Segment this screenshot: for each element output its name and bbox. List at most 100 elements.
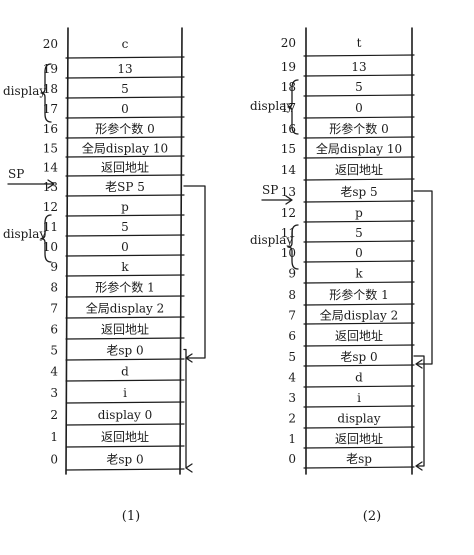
row-divider [65, 468, 185, 471]
row-divider [303, 260, 415, 263]
row-index: 12 [281, 206, 296, 220]
row-divider [303, 116, 415, 119]
row-index: 1 [288, 432, 296, 446]
row-index: 9 [50, 260, 58, 274]
row-content: 老sp 0 [106, 344, 143, 358]
row-index: 13 [281, 185, 296, 199]
row-content: 形参个数 0 [329, 121, 388, 136]
row-index: 18 [43, 82, 58, 96]
row-content: 返回地址 [101, 430, 149, 444]
row-divider [65, 254, 185, 257]
row-divider [65, 116, 185, 119]
row-divider [65, 155, 185, 158]
row-divider [303, 240, 415, 243]
row-index: 2 [50, 408, 58, 422]
row-divider [65, 295, 185, 298]
display-label: display [250, 233, 293, 247]
row-content: 形参个数 1 [95, 280, 154, 295]
row-content: d [355, 371, 363, 385]
sp-label: SP [262, 183, 278, 197]
row-divider [65, 136, 185, 139]
row-content: 返回地址 [335, 329, 383, 343]
old-sp-link-arrow [413, 190, 433, 369]
row-index: 9 [288, 267, 296, 281]
row-content: 老sp 5 [340, 185, 377, 199]
row-index: 6 [50, 323, 58, 337]
row-index: 5 [288, 350, 296, 364]
row-content: k [355, 267, 363, 281]
row-content: 老sp 0 [340, 350, 377, 364]
display-brace [40, 214, 52, 263]
display-label: display [3, 84, 46, 98]
row-content: 0 [121, 240, 129, 254]
row-index: 20 [43, 37, 58, 51]
row-divider [65, 56, 185, 59]
row-index: 1 [50, 430, 58, 444]
row-content: 5 [355, 226, 363, 240]
row-divider [303, 178, 415, 181]
row-index: 20 [281, 36, 296, 50]
stack-row: 17 0 [43, 102, 129, 116]
row-divider [65, 445, 185, 448]
row-divider [65, 379, 185, 382]
row-divider [65, 96, 185, 99]
row-content: i [123, 386, 127, 400]
row-content: 返回地址 [101, 323, 149, 337]
row-divider [303, 156, 415, 159]
display-label: display [3, 227, 46, 241]
row-index: 2 [288, 412, 296, 426]
row-content: 返回地址 [101, 161, 149, 175]
stack-row: 1 返回地址 [50, 430, 149, 444]
row-content: 全局display 10 [316, 141, 402, 156]
row-index: 17 [43, 102, 58, 116]
row-divider [303, 220, 415, 223]
row-index: 19 [281, 60, 296, 74]
row-index: 3 [288, 391, 296, 405]
old-sp-link-arrow [183, 185, 206, 363]
row-divider [303, 74, 415, 77]
row-content: 13 [117, 62, 132, 76]
sp-arrow [7, 179, 55, 189]
row-index: 6 [288, 329, 296, 343]
row-divider [303, 94, 415, 97]
row-content: 0 [355, 101, 363, 115]
stack-row: 13 老sp 5 [281, 185, 378, 199]
diagram-caption: (1) [122, 509, 140, 524]
row-divider [303, 54, 415, 57]
row-content: k [121, 260, 129, 274]
row-content: 0 [121, 102, 129, 116]
row-content: 0 [355, 246, 363, 260]
row-divider [65, 358, 185, 361]
row-index: 0 [50, 453, 58, 467]
row-index: 4 [288, 371, 296, 385]
row-index: 16 [43, 122, 58, 136]
old-sp-link-arrow [183, 348, 193, 473]
row-divider [303, 446, 415, 449]
display-brace [287, 224, 299, 270]
